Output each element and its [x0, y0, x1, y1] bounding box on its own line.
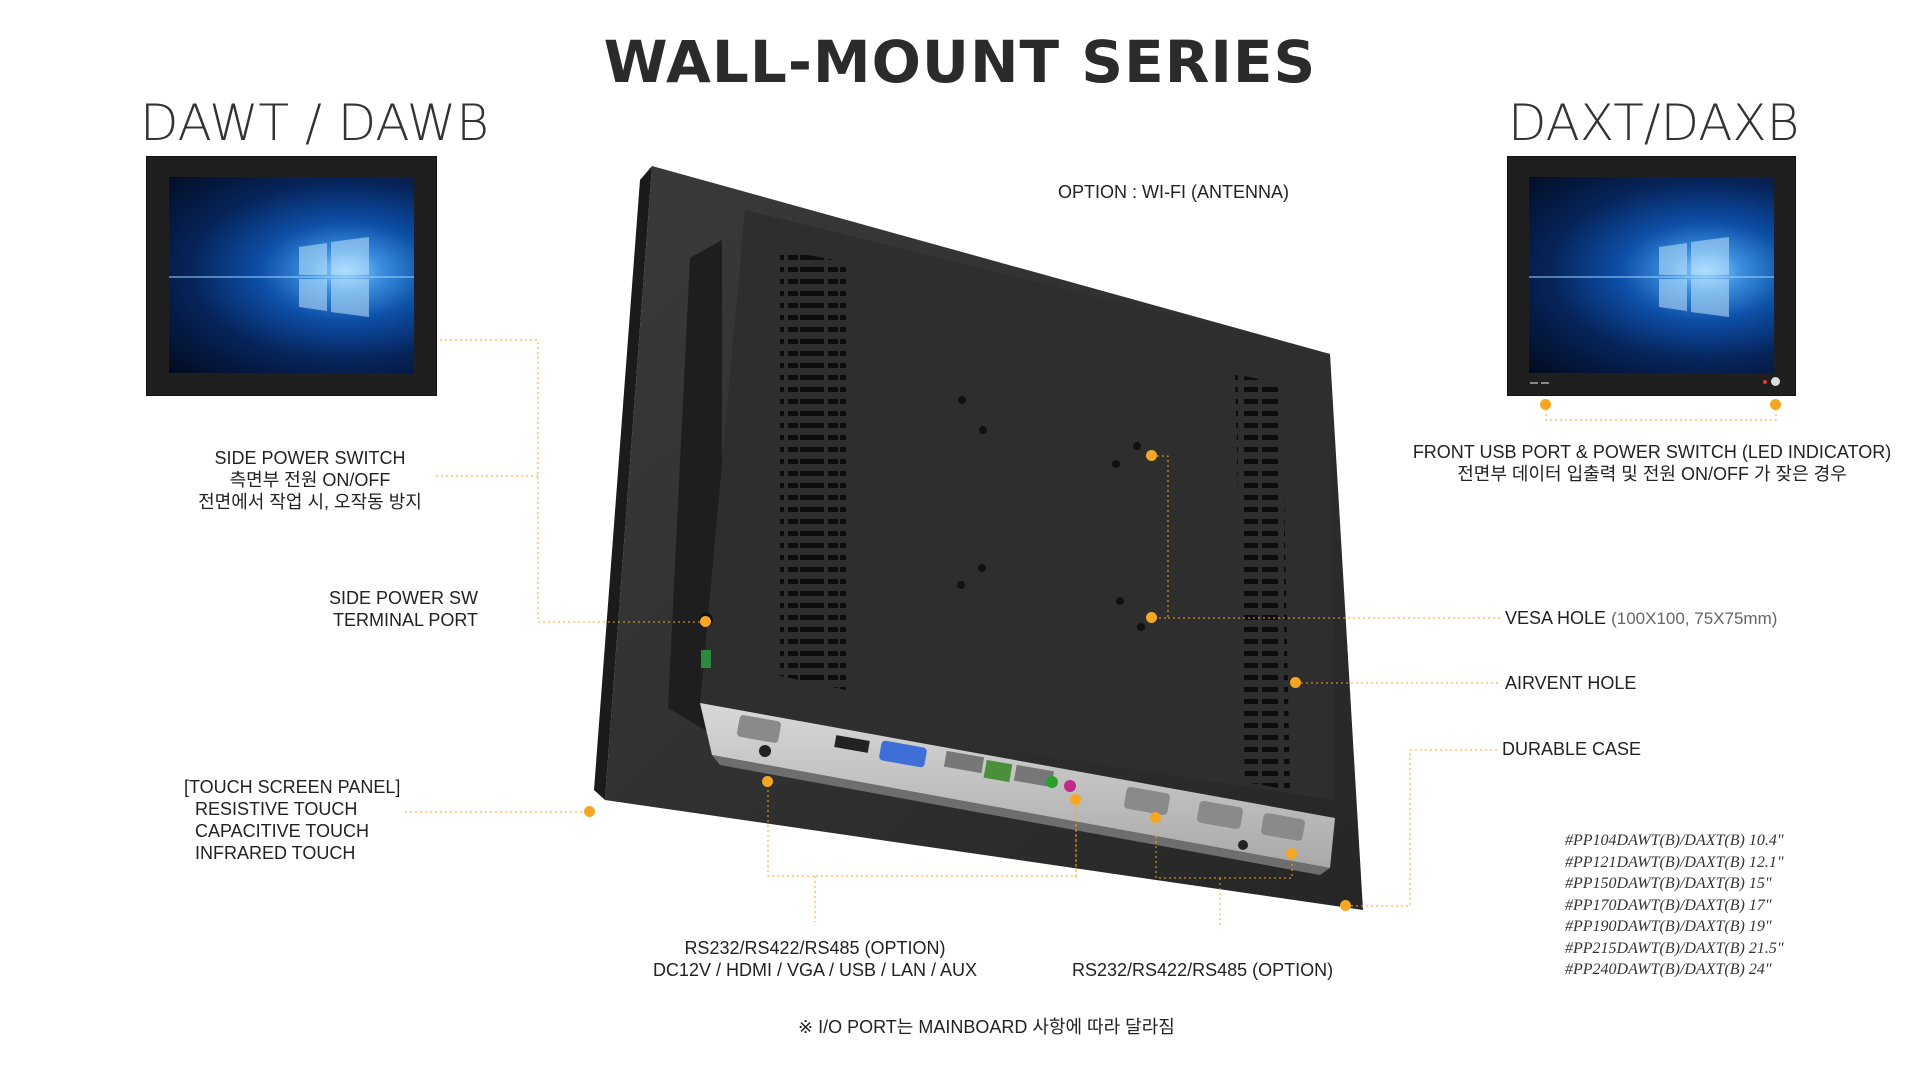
callout-dot-vesa-top: [1146, 450, 1157, 461]
audio-port-icon: [1046, 776, 1058, 788]
part-number: #PP190DAWT(B)/DAXT(B) 19": [1565, 918, 1772, 935]
part-number: #PP240DAWT(B)/DAXT(B) 24": [1565, 961, 1772, 978]
part-number-list: #PP104DAWT(B)/DAXT(B) 10.4" #PP121DAWT(B…: [1565, 830, 1784, 981]
vesa-hole: [1137, 623, 1145, 631]
durable-case-label: DURABLE CASE: [1502, 739, 1642, 759]
callout-dot-io-serial-right: [1286, 848, 1297, 859]
page-title: WALL-MOUNT SERIES: [603, 28, 1317, 96]
part-number: #PP150DAWT(B)/DAXT(B) 15": [1565, 875, 1772, 892]
serial-port-icon: [1261, 813, 1305, 841]
vesa-hole: [1112, 460, 1120, 468]
vesa-hole: [1133, 442, 1141, 450]
usb-port-icon: [1541, 382, 1549, 384]
callout-dot-io-left: [762, 776, 773, 787]
serial-port-icon: [737, 715, 781, 743]
hdmi-port-icon: [834, 735, 870, 753]
vent-right: [1235, 374, 1290, 790]
callout-dot-touch-panel: [584, 806, 595, 817]
windows-logo-icon: [1529, 237, 1774, 317]
vesa-hole: [978, 564, 986, 572]
part-number: #PP104DAWT(B)/DAXT(B) 10.4": [1565, 832, 1784, 849]
power-button-icon: [1771, 377, 1780, 386]
side-terminal-label: SIDE POWER SW TERMINAL PORT: [328, 588, 478, 630]
part-number: #PP121DAWT(B)/DAXT(B) 12.1": [1565, 853, 1784, 871]
vesa-hole-label: VESA HOLE (100X100, 75X75mm): [1505, 608, 1778, 628]
callout-dot-side-switch: [700, 616, 711, 627]
dc-jack-icon: [1238, 840, 1248, 850]
io-right-label: RS232/RS422/RS485 (OPTION): [1072, 960, 1334, 980]
touch-panel-label: [TOUCH SCREEN PANEL] RESISTIVE TOUCH CAP…: [184, 777, 401, 863]
windows-logo-icon: [169, 237, 414, 317]
vesa-hole: [958, 396, 966, 404]
model-right-name: DAXT/DAXB: [1508, 94, 1800, 152]
serial-port-icon: [1197, 800, 1243, 830]
callout-dot-front-usb: [1540, 399, 1551, 410]
led-indicator-icon: [1763, 380, 1767, 384]
part-number: #PP170DAWT(B)/DAXT(B) 17": [1565, 896, 1772, 914]
case-edge: [594, 166, 652, 800]
callout-dot-io-serial: [1150, 812, 1161, 823]
monitor-daxt: [1508, 157, 1795, 395]
callout-dot-case: [1340, 900, 1351, 911]
front-usb-label: FRONT USB PORT & POWER SWITCH (LED INDIC…: [1412, 442, 1892, 484]
usb-port-icon: [1013, 764, 1055, 788]
io-plate-underside: [712, 755, 1330, 875]
terminal-port-icon: [701, 650, 711, 668]
callout-dot-airvent: [1290, 677, 1301, 688]
usb-port-icon: [1530, 382, 1538, 384]
callout-dot-io-aux: [1070, 794, 1081, 805]
vesa-hole: [1116, 597, 1124, 605]
rear-body: [700, 210, 1335, 800]
usb-port-icon: [943, 750, 985, 774]
model-left-name: DAWT / DAWB: [140, 94, 489, 152]
wifi-option-label: OPTION : WI-FI (ANTENNA): [1058, 182, 1289, 202]
vent-left: [780, 250, 846, 690]
serial-port-icon: [1124, 786, 1170, 816]
vesa-hole: [979, 426, 987, 434]
part-number: #PP215DAWT(B)/DAXT(B) 21.5": [1565, 939, 1784, 957]
vesa-hole: [957, 581, 965, 589]
monitor-screen: [1529, 177, 1774, 373]
monitor-dawt: [147, 157, 436, 395]
audio-port-icon: [1064, 780, 1076, 792]
airvent-label: AIRVENT HOLE: [1505, 673, 1637, 693]
monitor-screen: [169, 177, 414, 373]
callout-dot-vesa-bottom: [1146, 612, 1157, 623]
callout-dot-front-power: [1770, 399, 1781, 410]
io-footnote: ※ I/O PORT는 MAINBOARD 사항에 따라 달라짐: [798, 1017, 1175, 1037]
dc-jack-icon: [759, 745, 771, 757]
io-left-label: RS232/RS422/RS485 (OPTION) DC12V / HDMI …: [652, 938, 978, 980]
vga-port-icon: [879, 740, 927, 768]
callout-lines: [405, 339, 1777, 928]
lan-port-icon: [983, 759, 1013, 783]
side-power-switch-label: SIDE POWER SWITCH 측면부 전원 ON/OFF 전면에서 작업 …: [198, 448, 422, 512]
